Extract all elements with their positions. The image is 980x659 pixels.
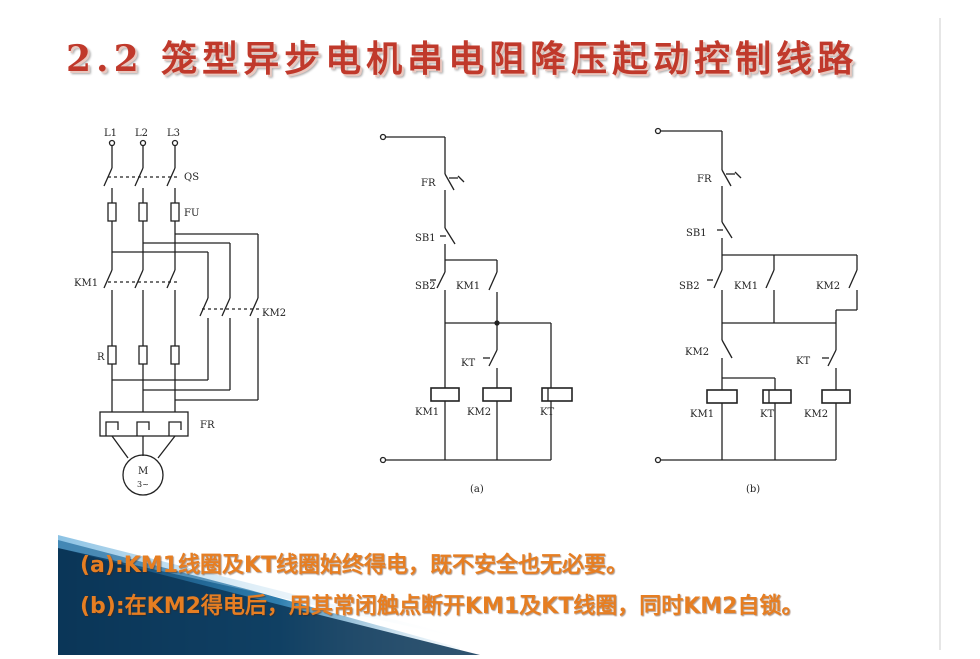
note-a: (a):KM1线圈及KT线圈始终得电，既不安全也无必要。 xyxy=(80,553,629,578)
label-l1: L1 xyxy=(104,128,117,139)
label-r: R xyxy=(97,352,105,363)
label-b-km1-contact: KM1 xyxy=(734,281,758,292)
control-circuit-b-labels: FR SB1 SB2 KM1 KM2 KM2 KT KM1 KT KM2 (b) xyxy=(679,174,840,495)
label-l3: L3 xyxy=(167,128,180,139)
decorative-swoosh xyxy=(58,535,480,655)
label-b-coil-kt: KT xyxy=(760,409,774,420)
label-b-km2-nc: KM2 xyxy=(685,347,709,358)
label-a-km1-contact: KM1 xyxy=(456,281,480,292)
control-circuit-a xyxy=(379,133,573,464)
label-a-coil-km1: KM1 xyxy=(415,407,439,418)
caption-a: (a) xyxy=(470,484,484,495)
caption-b: (b) xyxy=(746,484,760,495)
label-a-coil-km2: KM2 xyxy=(467,407,491,418)
label-b-kt-contact: KT xyxy=(796,356,810,367)
label-a-sb1: SB1 xyxy=(415,233,436,244)
label-qs: QS xyxy=(184,172,199,183)
label-km2-main: KM2 xyxy=(262,308,286,319)
label-a-kt-contact: KT xyxy=(461,358,475,369)
label-fu: FU xyxy=(184,208,199,219)
label-b-sb1: SB1 xyxy=(686,228,707,239)
label-motor-sub: 3~ xyxy=(137,480,149,489)
slide-title: 2.2 笼型异步电机串电阻降压起动控制线路 xyxy=(66,38,859,80)
label-a-sb2: SB2 xyxy=(415,281,436,292)
note-b: (b):在KM2得电后，用其常闭触点断开KM1及KT线圈，同时KM2自锁。 xyxy=(80,594,804,619)
label-l2: L2 xyxy=(135,128,148,139)
label-a-coil-kt: KT xyxy=(540,407,554,418)
main-circuit-labels: L1 L2 L3 QS FU KM1 KM2 R FR M 3~ xyxy=(74,128,286,489)
label-fr-main: FR xyxy=(200,420,215,431)
label-b-km2-hold: KM2 xyxy=(816,281,840,292)
main-circuit xyxy=(99,139,262,496)
control-circuit-a-labels: FR SB1 SB2 KM1 KT KM1 KM2 KT (a) xyxy=(415,178,554,495)
label-b-coil-km1: KM1 xyxy=(690,409,714,420)
control-circuit-b xyxy=(654,127,858,464)
label-b-sb2: SB2 xyxy=(679,281,700,292)
label-b-fr: FR xyxy=(697,174,712,185)
label-motor: M xyxy=(138,466,148,477)
label-a-fr: FR xyxy=(421,178,436,189)
label-km1-main: KM1 xyxy=(74,278,98,289)
label-b-coil-km2: KM2 xyxy=(804,409,828,420)
